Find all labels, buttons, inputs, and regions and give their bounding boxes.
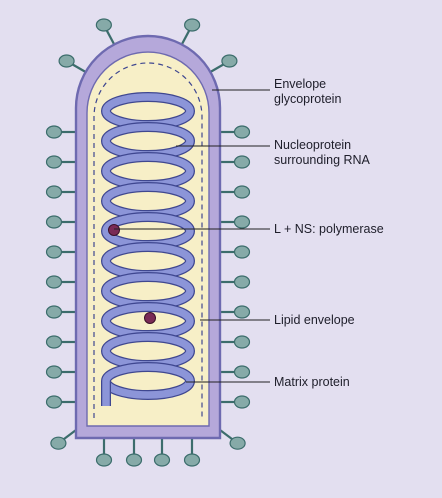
- glycoprotein-spike-icon: [180, 18, 201, 45]
- glycoprotein-spike-icon: [220, 155, 251, 169]
- glycoprotein-spike-icon: [220, 305, 251, 319]
- glycoprotein-spike-icon: [45, 365, 76, 379]
- glycoprotein-spike-icon: [45, 275, 76, 289]
- inner-membrane-dashed-line: [93, 62, 203, 418]
- glycoprotein-spike-icon: [219, 429, 246, 450]
- glycoprotein-spike-icon: [45, 125, 76, 139]
- glycoprotein-spikes: [45, 18, 251, 467]
- label-nucleoprotein-line2: surrounding RNA: [274, 153, 370, 167]
- label-nucleoprotein-line1: Nucleoprotein: [274, 138, 352, 152]
- label-polymerase: L + NS: polymerase: [274, 222, 384, 237]
- label-envelope-glycoprotein-line2: glycoprotein: [274, 92, 342, 106]
- glycoprotein-spike-icon: [220, 245, 251, 259]
- glycoprotein-spike-icon: [45, 155, 76, 169]
- polymerase-dot-icon: [108, 224, 120, 236]
- glycoprotein-spike-icon: [125, 438, 143, 467]
- label-envelope-glycoprotein-line1: Envelope: [274, 77, 327, 91]
- glycoprotein-spike-icon: [50, 429, 77, 450]
- glycoprotein-spike-icon: [95, 438, 113, 467]
- glycoprotein-spike-icon: [58, 54, 87, 73]
- label-matrix-protein: Matrix protein: [274, 375, 350, 390]
- glycoprotein-spike-icon: [45, 335, 76, 349]
- glycoprotein-spike-icon: [45, 395, 76, 409]
- label-lipid-envelope-line1: Lipid envelope: [274, 313, 355, 327]
- nucleoprotein-helix: [101, 92, 195, 406]
- glycoprotein-spike-icon: [45, 245, 76, 259]
- glycoprotein-spike-icon: [95, 18, 116, 45]
- glycoprotein-spike-icon: [209, 54, 238, 73]
- glycoprotein-spike-icon: [220, 275, 251, 289]
- glycoprotein-spike-icon: [220, 185, 251, 199]
- glycoprotein-spike-icon: [45, 185, 76, 199]
- glycoprotein-spike-icon: [220, 395, 251, 409]
- label-leader-lines: [114, 89, 270, 383]
- label-matrix-protein-line1: Matrix protein: [274, 375, 350, 389]
- label-envelope-glycoprotein: Envelope glycoprotein: [274, 77, 341, 107]
- label-polymerase-line1: L + NS: polymerase: [274, 222, 384, 236]
- polymerase-dot-icon: [144, 312, 156, 324]
- glycoprotein-spike-icon: [220, 335, 251, 349]
- glycoprotein-spike-icon: [45, 305, 76, 319]
- label-lipid-envelope: Lipid envelope: [274, 313, 355, 328]
- glycoprotein-spike-icon: [153, 438, 171, 467]
- glycoprotein-spike-icon: [220, 125, 251, 139]
- glycoprotein-spike-icon: [220, 215, 251, 229]
- glycoprotein-spike-icon: [220, 365, 251, 379]
- glycoprotein-spike-icon: [45, 215, 76, 229]
- label-nucleoprotein: Nucleoprotein surrounding RNA: [274, 138, 370, 168]
- glycoprotein-spike-icon: [183, 438, 201, 467]
